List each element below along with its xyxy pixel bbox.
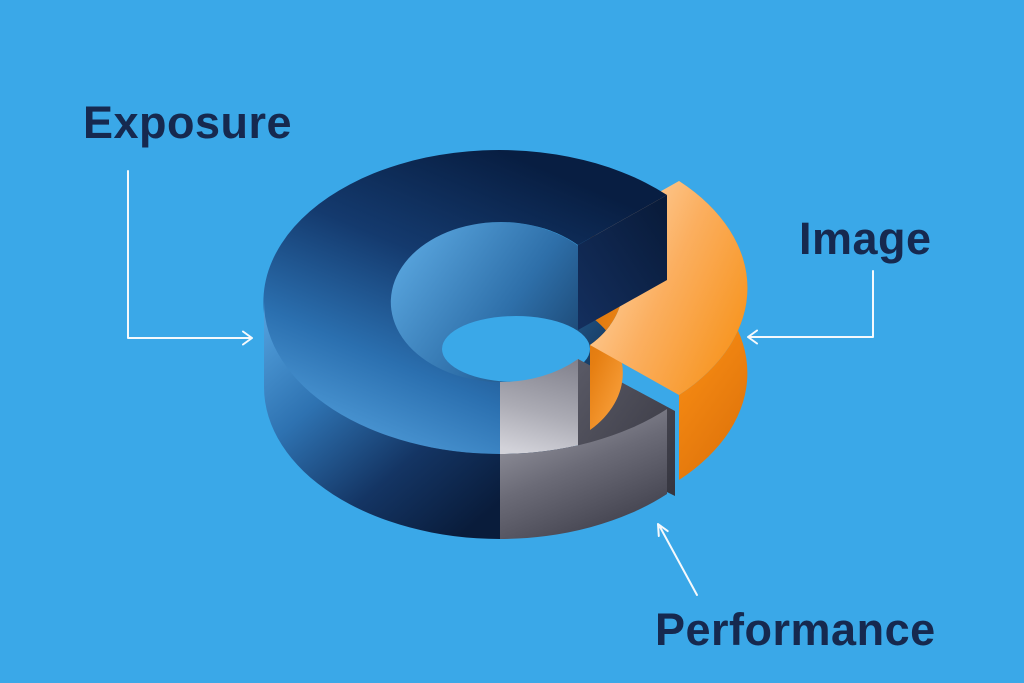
performance-segment — [500, 359, 675, 539]
image-label: Image — [799, 213, 932, 264]
exposure-callout-arrow — [127, 170, 253, 346]
exposure-outer-wall — [264, 302, 500, 539]
image-callout-arrow — [747, 270, 874, 345]
exposure-top-face — [263, 150, 667, 455]
performance-label: Performance — [655, 604, 936, 655]
performance-outer-wall — [500, 409, 667, 539]
exposure-label: Exposure — [83, 97, 293, 148]
exposure-cut-face — [578, 195, 667, 330]
donut-hole-opening — [442, 316, 590, 382]
exposure-segment — [263, 150, 667, 539]
performance-callout-arrow — [657, 523, 698, 596]
